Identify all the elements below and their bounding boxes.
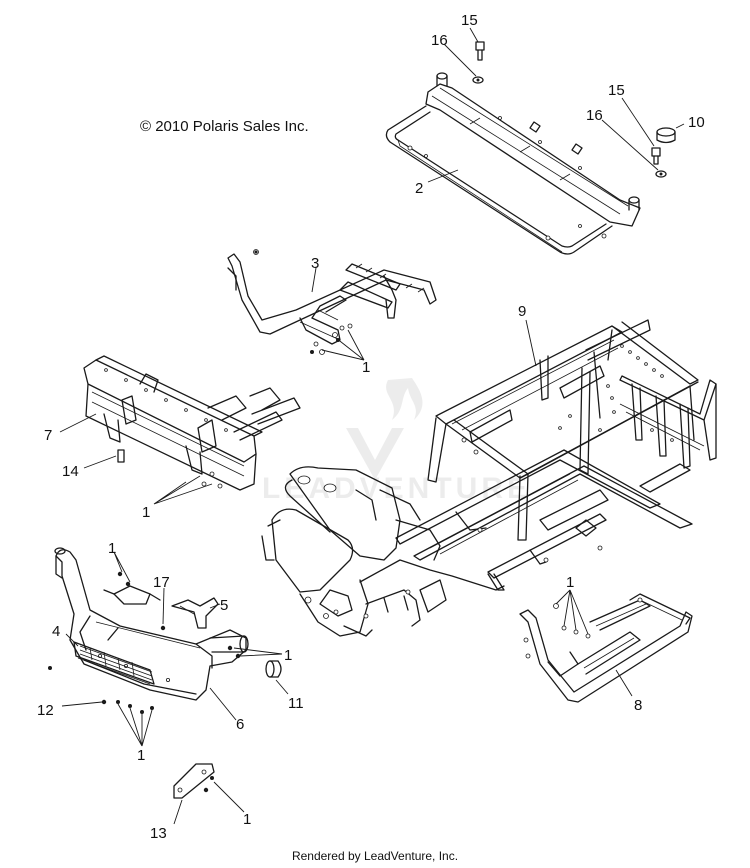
callout-1-bumper-right: 1 <box>284 647 292 664</box>
part-5-bracket <box>171 597 219 629</box>
callout-2: 2 <box>415 180 423 197</box>
callout-1-step: 1 <box>566 574 574 591</box>
part-8-step-rail <box>519 593 693 703</box>
part-9-main-frame <box>261 319 717 637</box>
callout-1-rail: 1 <box>362 359 370 376</box>
callout-15-upper: 15 <box>461 12 478 29</box>
part-3-side-rail <box>227 249 437 355</box>
callout-16-upper: 16 <box>431 32 448 49</box>
callout-14: 14 <box>62 463 79 480</box>
rendered-by-footer: Rendered by LeadVenture, Inc. <box>291 849 459 863</box>
copyright-notice: © 2010 Polaris Sales Inc. <box>140 118 309 135</box>
callout-4: 4 <box>52 623 60 640</box>
part-7-cross-bracket <box>83 355 301 491</box>
fastener-set <box>48 250 340 793</box>
callout-11: 11 <box>288 695 304 712</box>
callout-5: 5 <box>220 597 228 614</box>
callout-13: 13 <box>150 825 167 842</box>
callout-9: 9 <box>518 303 526 320</box>
callout-1-cross: 1 <box>142 504 150 521</box>
part-13-plate <box>173 763 215 799</box>
bolt-15-upper <box>475 41 485 61</box>
callout-15-right: 15 <box>608 82 625 99</box>
callout-12: 12 <box>37 702 54 719</box>
nut-16-upper <box>472 76 484 84</box>
part-11-cap <box>265 660 282 678</box>
bolt-15-right <box>651 147 661 165</box>
callout-3: 3 <box>311 255 319 272</box>
callout-1-plate: 1 <box>243 811 251 828</box>
callout-1-bumper-bottom: 1 <box>137 747 145 764</box>
leader-lines <box>59 27 685 825</box>
frame-rivet-holes <box>558 344 674 442</box>
part-2-rear-bed-tailgate <box>385 72 641 255</box>
callout-6: 6 <box>236 716 244 733</box>
callout-7: 7 <box>44 427 52 444</box>
part-6-front-bumper <box>54 547 249 701</box>
callout-17: 17 <box>153 574 170 591</box>
callout-16-right: 16 <box>586 107 603 124</box>
callout-10: 10 <box>688 114 705 131</box>
part-4-grille <box>73 641 155 685</box>
callout-numbers: 15 16 15 16 10 2 3 1 9 7 14 1 1 17 5 4 1… <box>37 12 705 842</box>
nut-16-right <box>655 170 667 178</box>
part-14-label <box>117 449 125 463</box>
part-10-cap <box>656 127 676 144</box>
callout-8: 8 <box>634 697 642 714</box>
callout-1-bumper-top: 1 <box>108 540 116 557</box>
leadventure-watermark: LEADVENTURE <box>262 378 527 505</box>
